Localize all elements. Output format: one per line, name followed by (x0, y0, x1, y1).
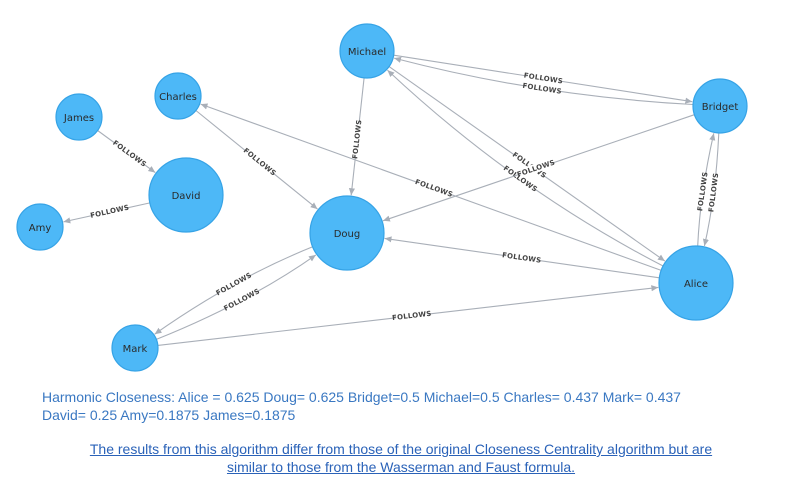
node-label: Bridget (702, 102, 739, 113)
caption-line-1: Harmonic Closeness: Alice = 0.625 Doug= … (42, 389, 681, 405)
edge-label: FOLLOWS (351, 119, 363, 159)
node-label: Charles (159, 92, 197, 103)
edge-doug-to-mark: FOLLOWS (154, 246, 313, 335)
caption-line-2: David= 0.25 Amy=0.1875 James=0.1875 (42, 407, 296, 423)
edge-label: FOLLOWS (707, 172, 720, 212)
link-line-2[interactable]: similar to those from the Wasserman and … (226, 459, 576, 475)
node-david[interactable]: David (148, 157, 224, 233)
node-label: James (63, 113, 94, 124)
node-circle[interactable] (692, 78, 748, 134)
node-james[interactable]: James (55, 93, 103, 141)
edge-label-bg (244, 148, 276, 176)
edge-label-bg (217, 272, 250, 296)
node-doug[interactable]: Doug (309, 195, 385, 271)
edge-alice-to-bridget: FOLLOWS (695, 133, 716, 247)
edge-bridget-to-doug: FOLLOWS (382, 114, 695, 222)
edge-label: FOLLOWS (502, 251, 542, 265)
edge-label: FOLLOWS (242, 147, 278, 178)
edge-mark-to-doug: FOLLOWS (156, 254, 317, 340)
node-circle[interactable] (339, 23, 395, 79)
edge-label-bg (225, 288, 258, 312)
node-circle[interactable] (658, 245, 734, 321)
harmonic-closeness-caption: Harmonic Closeness: Alice = 0.625 Doug= … (42, 388, 762, 424)
follows-graph: FOLLOWSFOLLOWSFOLLOWSFOLLOWSFOLLOWSFOLLO… (16, 23, 748, 372)
node-label: Amy (29, 223, 52, 234)
node-circle[interactable] (309, 195, 385, 271)
edge-michael-to-alice: FOLLOWS (388, 66, 666, 262)
edge-alice-to-doug: FOLLOWS (384, 236, 660, 279)
edge-label: FOLLOWS (392, 310, 432, 322)
node-label: Alice (684, 279, 708, 290)
edge-label: FOLLOWS (414, 178, 454, 199)
edge-label-bg (505, 250, 539, 265)
node-label: Mark (123, 344, 148, 355)
node-circle[interactable] (148, 157, 224, 233)
edge-label-bg (417, 178, 451, 198)
edge-label-bg (519, 158, 553, 178)
node-amy[interactable]: Amy (16, 203, 64, 251)
node-circle[interactable] (55, 93, 103, 141)
edge-mark-to-alice: FOLLOWS (157, 285, 659, 346)
edge-label-bg (526, 71, 560, 85)
edge-label-bg (525, 81, 559, 96)
node-alice[interactable]: Alice (658, 245, 734, 321)
edge-james-to-david: FOLLOWS (97, 130, 156, 174)
edge-label-bg (395, 309, 429, 322)
edge-line (154, 246, 313, 335)
node-circle[interactable] (154, 72, 202, 120)
node-mark[interactable]: Mark (111, 324, 159, 372)
edge-line (156, 254, 317, 340)
wasserman-faust-link[interactable]: The results from this algorithm differ f… (40, 440, 762, 476)
edge-michael-to-doug: FOLLOWS (348, 77, 365, 196)
edge-michael-to-bridget: FOLLOWS (393, 54, 693, 104)
node-bridget[interactable]: Bridget (692, 78, 748, 134)
edge-label-bg (350, 122, 364, 156)
edge-label-bg (504, 165, 537, 192)
edge-label-bg (706, 175, 720, 209)
edge-label: FOLLOWS (111, 139, 148, 169)
node-label: Doug (334, 229, 361, 240)
node-label: David (172, 191, 201, 202)
node-charles[interactable]: Charles (154, 72, 202, 120)
node-label: Michael (348, 47, 386, 58)
edge-label: FOLLOWS (90, 204, 130, 220)
edge-label-bg (93, 203, 127, 220)
edge-david-to-amy: FOLLOWS (63, 202, 151, 224)
node-michael[interactable]: Michael (339, 23, 395, 79)
node-circle[interactable] (111, 324, 159, 372)
node-circle[interactable] (16, 203, 64, 251)
link-line-1[interactable]: The results from this algorithm differ f… (89, 441, 713, 457)
edge-label-bg (695, 174, 710, 208)
edge-label-bg (114, 140, 146, 167)
